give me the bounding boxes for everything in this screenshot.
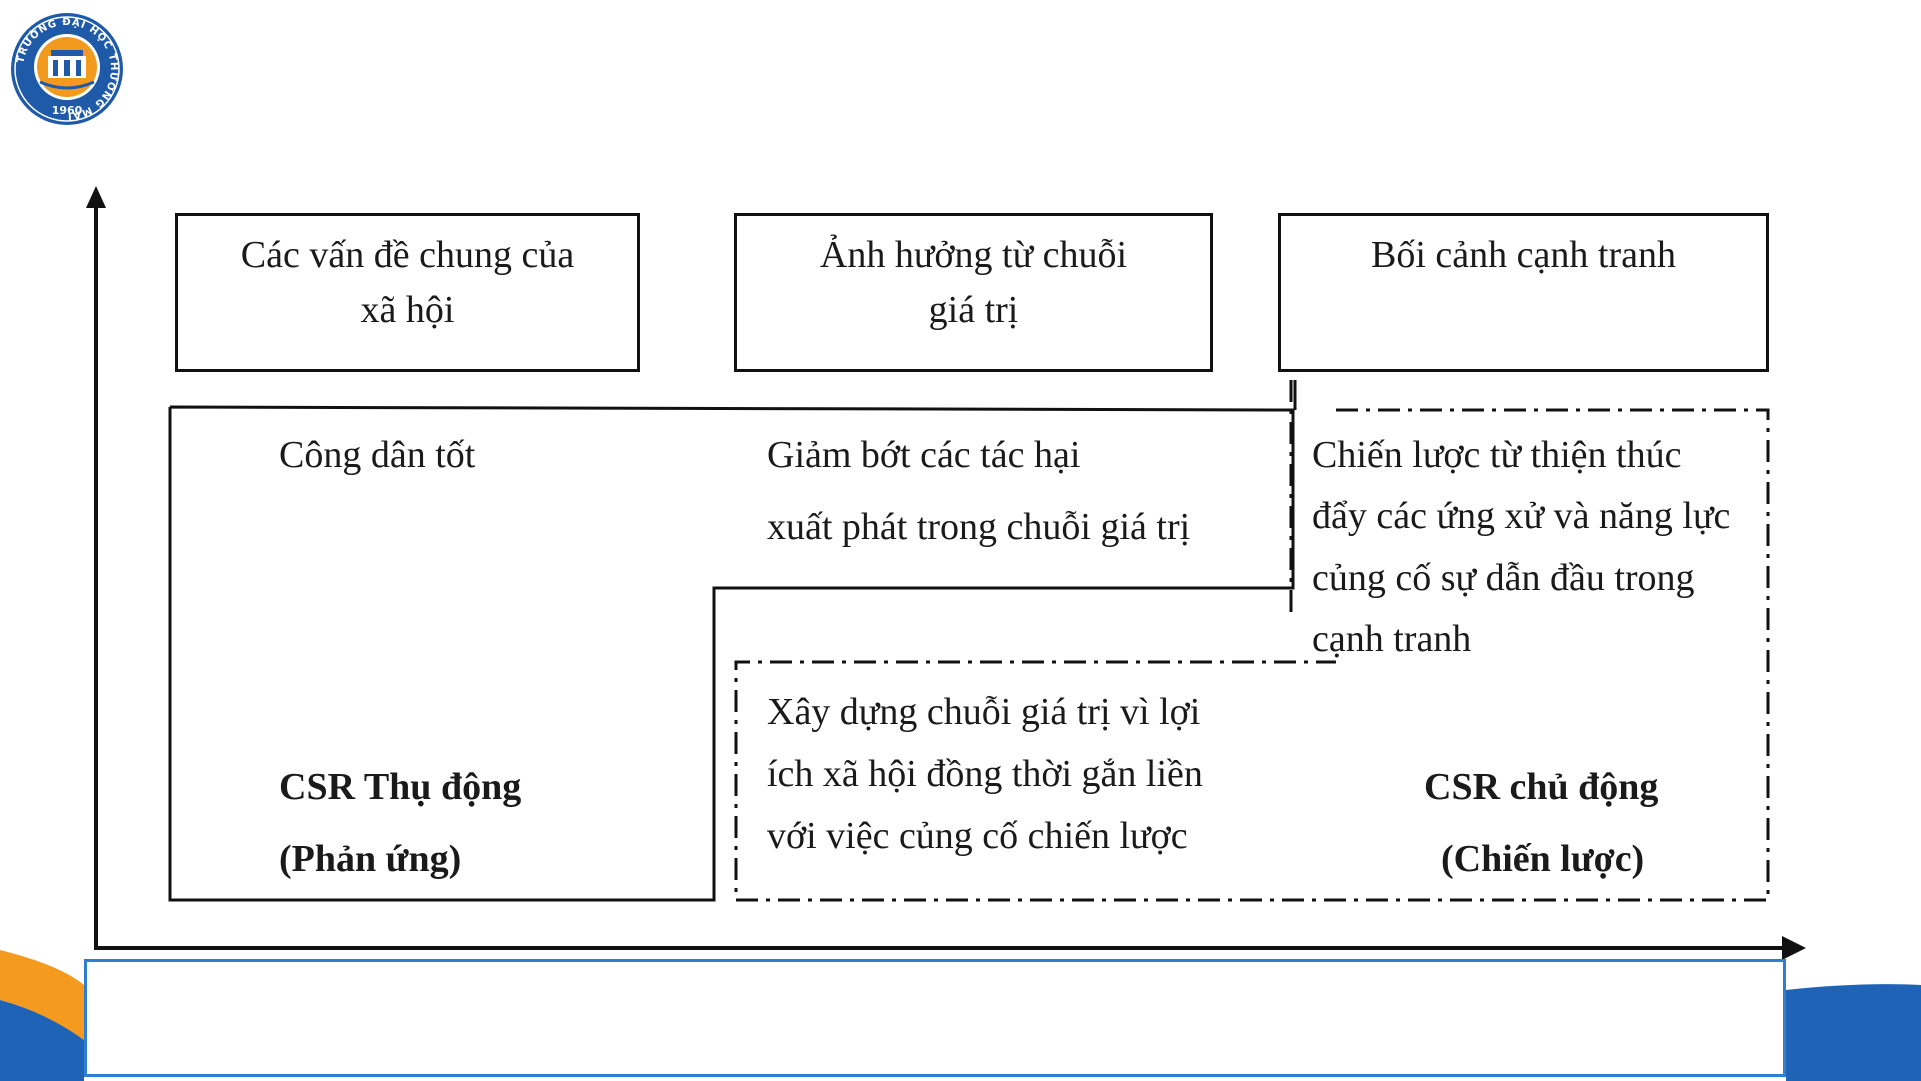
label-responsive-line1: CSR Thụ động xyxy=(279,766,522,808)
label-strategic-line1: CSR chủ động xyxy=(1424,766,1659,808)
strategic-csr-outline xyxy=(734,408,1770,902)
label-responsive-line2: (Phản ứng) xyxy=(279,838,462,880)
cell-good-citizen: Công dân tốt xyxy=(279,434,476,476)
cell-philanthropy-line3: củng cố sự dẫn đầu trong xyxy=(1312,557,1695,599)
cell-mitigate-line2: xuất phát trong chuỗi giá trị xyxy=(767,506,1191,548)
y-axis-arrowhead xyxy=(86,186,106,208)
footer-box xyxy=(84,959,1786,1077)
header-box-competitive-context: Bối cảnh cạnh tranh xyxy=(1278,213,1769,372)
university-logo: TRƯỜNG ĐẠI HỌC THƯƠNG MẠI 1960 xyxy=(11,13,123,125)
cell-philanthropy-line4: cạnh tranh xyxy=(1312,618,1472,660)
header-box-social-issues: Các vấn đề chung của xã hội xyxy=(175,213,640,372)
header-value-chain-line1: Ảnh hưởng từ chuỗi xyxy=(819,234,1128,276)
header-box-value-chain: Ảnh hưởng từ chuỗi giá trị xyxy=(734,213,1213,372)
cell-transform-line3: với việc củng cố chiến lược xyxy=(767,815,1188,857)
cell-transform-line2: ích xã hội đồng thời gắn liền xyxy=(767,753,1203,795)
header-social-issues-line1: Các vấn đề chung của xyxy=(240,234,575,276)
corner-blue-left xyxy=(0,1000,84,1081)
header-social-issues-line2: xã hội xyxy=(360,289,455,331)
cell-transform-line1: Xây dựng chuỗi giá trị vì lợi xyxy=(767,691,1201,733)
cell-philanthropy-line1: Chiến lược từ thiện thúc xyxy=(1312,434,1682,476)
logo-year: 1960 xyxy=(52,104,83,117)
header-competitive-context-line1: Bối cảnh cạnh tranh xyxy=(1371,234,1676,276)
corner-blue-right xyxy=(1786,984,1921,1081)
x-axis-arrowhead xyxy=(1782,936,1806,960)
label-strategic-line2: (Chiến lược) xyxy=(1441,838,1645,880)
responsive-csr-outline xyxy=(168,405,1295,902)
cell-philanthropy-line2: đẩy các ứng xử và năng lực xyxy=(1312,495,1731,537)
cell-mitigate-line1: Giảm bớt các tác hại xyxy=(767,434,1081,476)
header-value-chain-line2: giá trị xyxy=(928,289,1019,331)
corner-orange-swoosh xyxy=(0,950,84,1040)
